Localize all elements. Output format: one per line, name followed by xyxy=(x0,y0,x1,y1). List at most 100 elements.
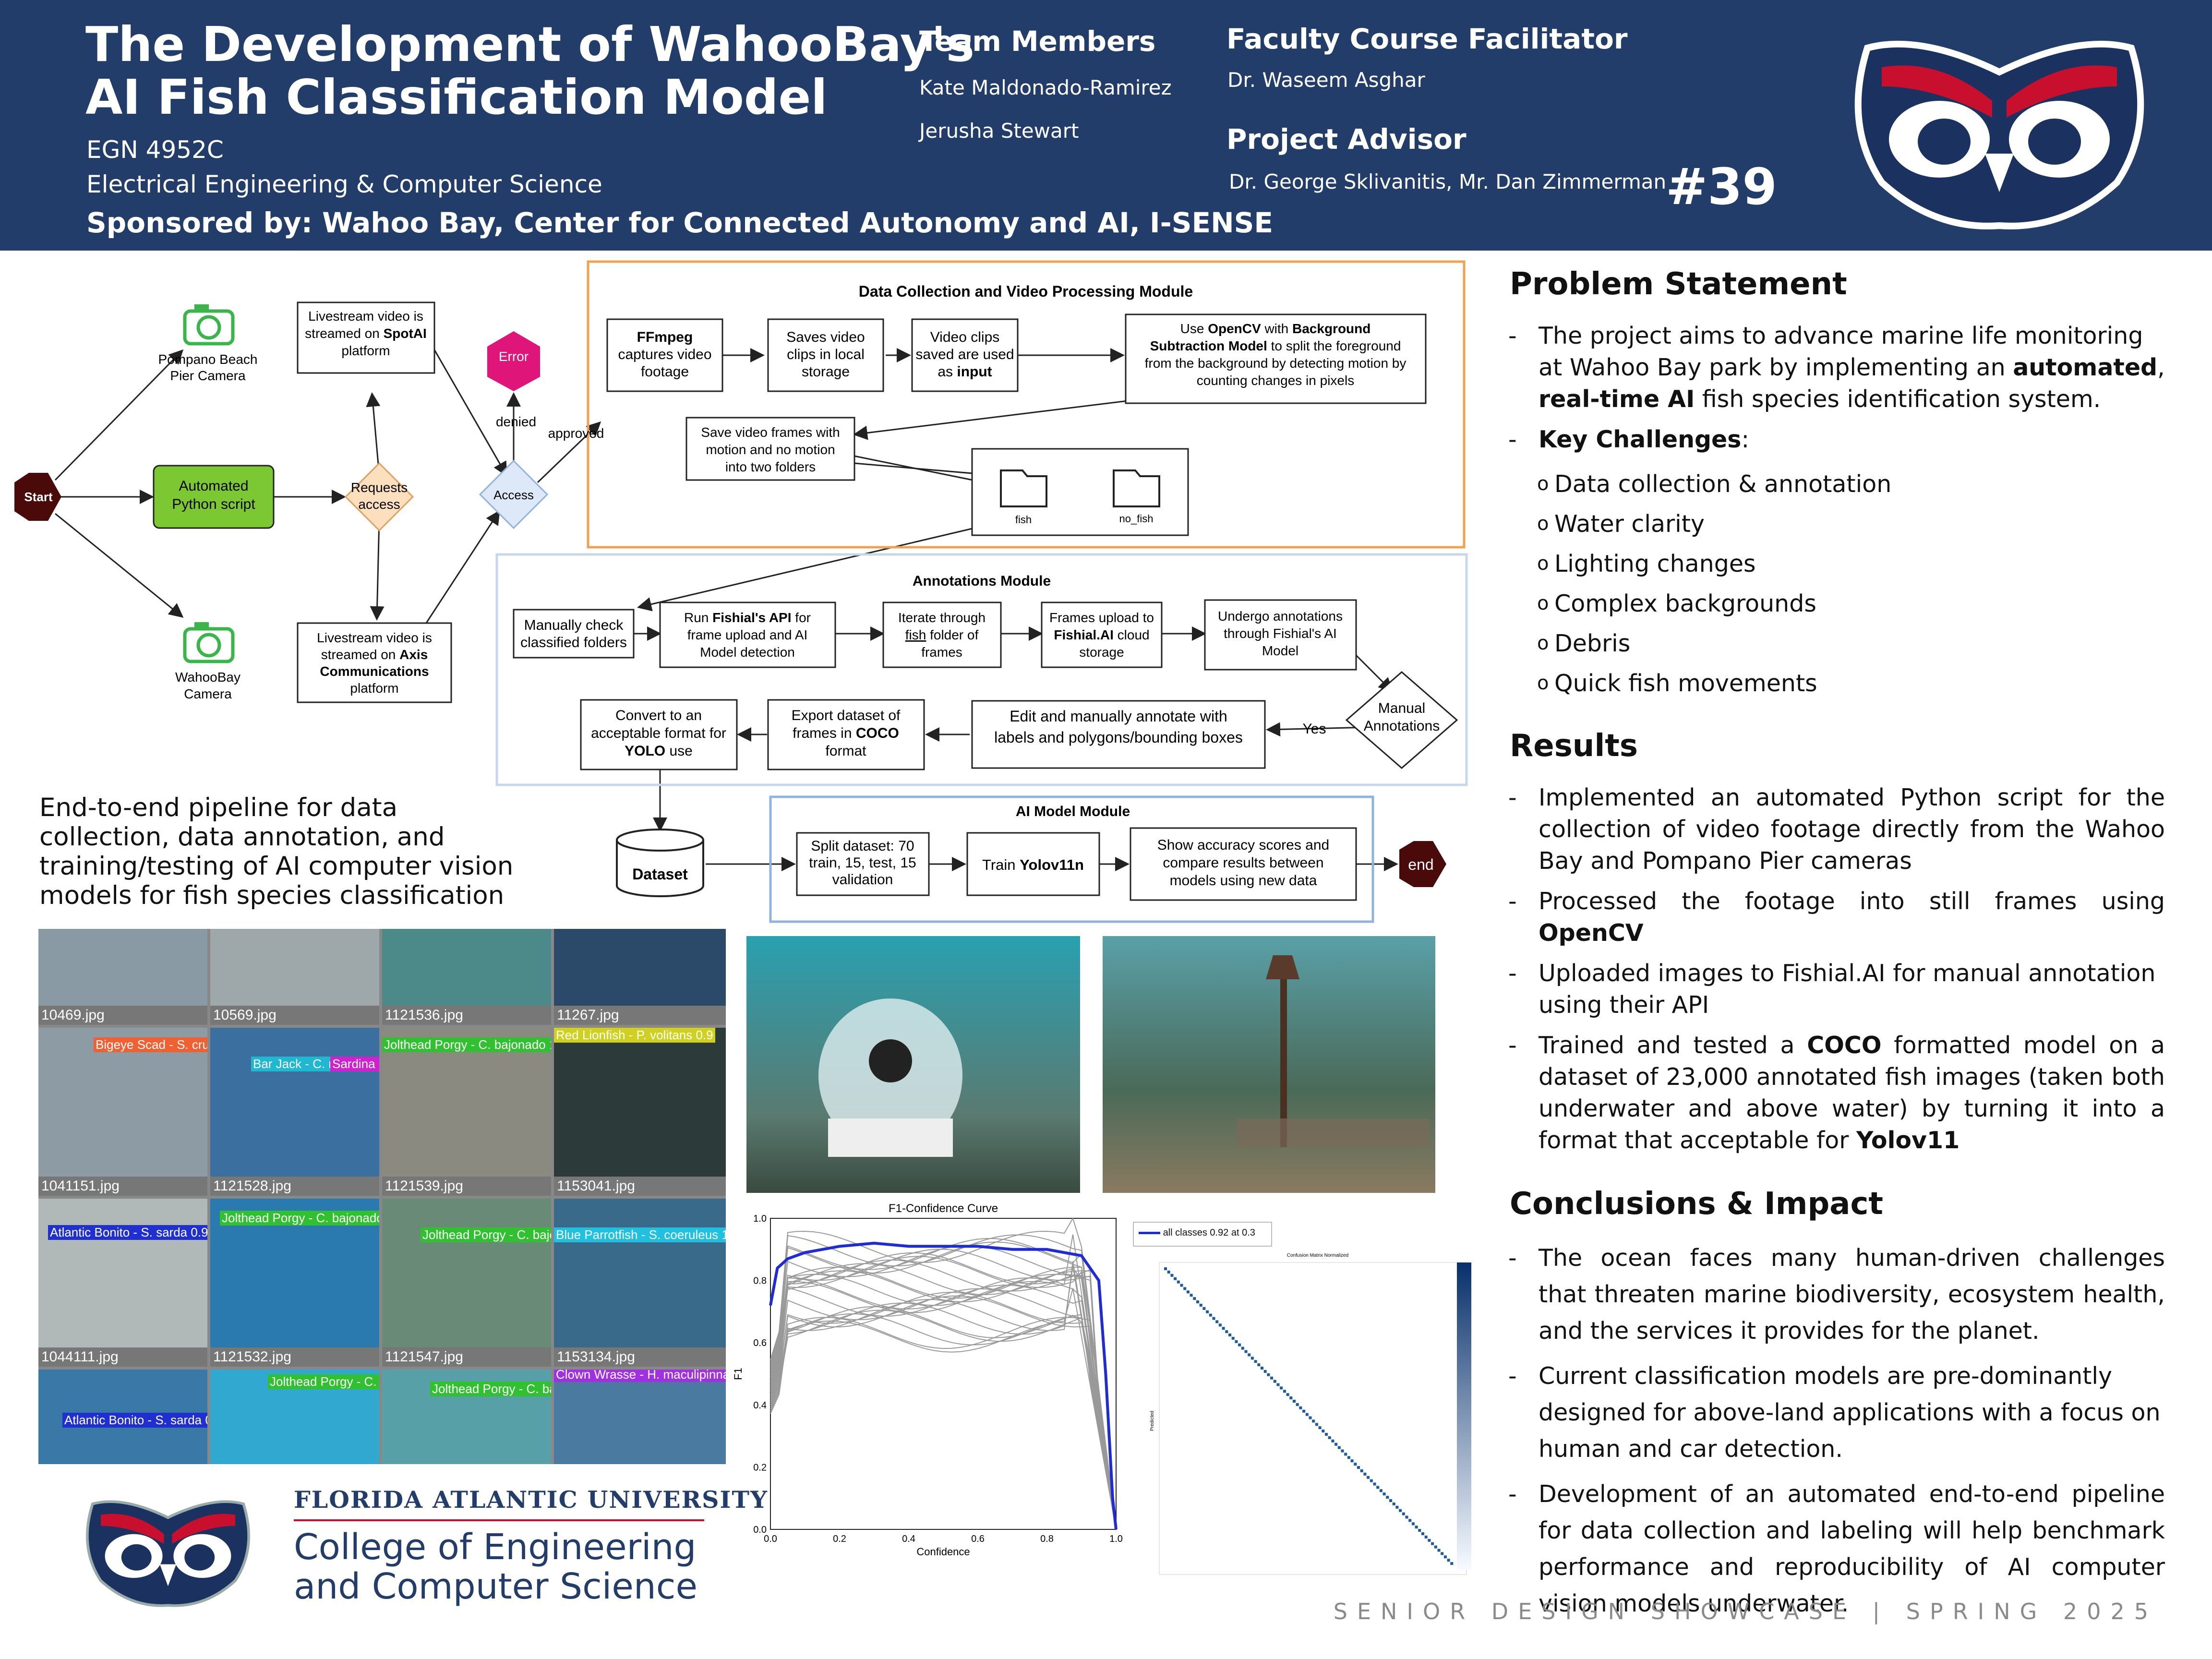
underwater-camera-photo xyxy=(746,936,1080,1193)
cm-cell xyxy=(1254,1360,1257,1363)
error-node xyxy=(487,331,540,391)
cm-cell xyxy=(1421,1532,1424,1535)
problem-text-b: automated xyxy=(2013,354,2158,381)
cm-cell xyxy=(1273,1380,1276,1383)
college-line1: College of Engineering xyxy=(294,1527,697,1568)
grid-image: 10569.jpg xyxy=(210,929,379,1025)
grid-image: Jolthead Porgy - C. bajonado 1.0 xyxy=(382,1370,551,1464)
nofish-folder-label: no_fish xyxy=(1119,513,1154,525)
cm-cell xyxy=(1341,1449,1344,1453)
cm-cell xyxy=(1299,1406,1302,1409)
dataset-label: Dataset xyxy=(632,866,688,883)
axis-line4: platform xyxy=(350,681,398,696)
cm-cell xyxy=(1267,1373,1270,1376)
class-curve xyxy=(770,1306,1117,1530)
cm-cell xyxy=(1376,1486,1380,1489)
train-line1a: Train xyxy=(982,856,1015,873)
cm-cell xyxy=(1235,1340,1238,1343)
iterate-line2a: fish xyxy=(905,627,926,642)
cm-cell xyxy=(1283,1390,1286,1393)
database-icon xyxy=(616,829,704,897)
y-tick-label: 0.6 xyxy=(753,1338,767,1348)
cm-cell xyxy=(1174,1277,1177,1280)
class-curve xyxy=(770,1234,1117,1530)
cm-cell xyxy=(1305,1413,1309,1416)
cm-cell xyxy=(1318,1426,1322,1430)
grid-image: 11267.jpg xyxy=(554,929,726,1025)
showcase-footer: SENIOR DESIGN SHOWCASE | SPRING 2025 xyxy=(1333,1599,2158,1624)
grid-image: Atlantic Bonito - S. sarda 0.9 1044111.j… xyxy=(38,1199,207,1367)
cm-cell xyxy=(1379,1489,1382,1492)
cm-cell xyxy=(1392,1502,1395,1505)
camera-icon xyxy=(183,622,235,663)
results-bullet: Trained and tested a COCO formatted mode… xyxy=(1503,1030,2165,1156)
cm-cell xyxy=(1363,1472,1367,1476)
key-challenges-bullet: Key Challenges: xyxy=(1503,424,2165,456)
cm-cell xyxy=(1170,1274,1174,1277)
challenge-item: Quick fish movements xyxy=(1503,663,2165,703)
y-tick-label: 1.0 xyxy=(753,1214,767,1224)
save-frames-line2: motion and no motion xyxy=(706,442,835,457)
opencv-line2: Subtraction Model xyxy=(1150,338,1267,353)
show-line3: models using new data xyxy=(1170,873,1317,889)
team-member-2: Jerusha Stewart xyxy=(919,119,1079,143)
key-challenges-colon: : xyxy=(1741,426,1749,453)
convert-line3b: use xyxy=(669,743,692,759)
save-frames-line1: Save video frames with xyxy=(701,425,840,440)
team-member-1: Kate Maldonado-Ramirez xyxy=(919,76,1172,99)
class-curve xyxy=(770,1252,1117,1530)
challenge-item: Data collection & annotation xyxy=(1503,464,2165,504)
cm-cell xyxy=(1293,1400,1296,1403)
grid-image: Atlantic Bonito - S. sarda 0.9 xyxy=(38,1370,207,1464)
script-line2: Python script xyxy=(172,496,255,512)
class-curve xyxy=(770,1285,1117,1530)
problem-bullet: The project aims to advance marine life … xyxy=(1503,320,2165,415)
key-challenges-label: Key Challenges xyxy=(1539,426,1742,453)
faculty-name: Dr. Waseem Asghar xyxy=(1227,68,1425,92)
saves-line1: Saves video xyxy=(786,329,865,345)
cm-cell xyxy=(1328,1436,1331,1439)
detection-label: Sardina 0.4 xyxy=(330,1057,379,1071)
camera-dome-icon xyxy=(818,998,962,1157)
cm-cell xyxy=(1199,1303,1202,1307)
cm-cell xyxy=(1167,1270,1170,1274)
detection-label: Blue Parrotfish - S. coeruleus 1.0 xyxy=(554,1227,726,1242)
opencv-line4: counting changes in pixels xyxy=(1197,373,1354,388)
grid-filename: 1121532.jpg xyxy=(210,1347,379,1367)
detection-label: Jolthead Porgy - C. bajonado 0.9 xyxy=(268,1374,379,1389)
cm-cell xyxy=(1334,1443,1338,1446)
cm-cell xyxy=(1360,1469,1363,1472)
cm-cell xyxy=(1222,1327,1225,1330)
grid-filename: 1153041.jpg xyxy=(554,1177,726,1196)
cm-cell xyxy=(1289,1396,1293,1400)
split-line2: train, 15, test, 15 xyxy=(809,855,916,871)
cm-cell xyxy=(1373,1482,1376,1486)
advisor-names: Dr. George Sklivanitis, Mr. Dan Zimmerma… xyxy=(1229,170,1667,193)
axis-line3: Communications xyxy=(320,664,429,679)
script-line1: Automated xyxy=(179,478,248,494)
advisor-heading: Project Advisor xyxy=(1226,123,1467,156)
cm-cell xyxy=(1418,1529,1421,1532)
ffmpeg-line2: captures video xyxy=(618,347,711,362)
conclusions-bullet: Current classification models are pre-do… xyxy=(1503,1358,2165,1467)
class-curves xyxy=(770,1217,1117,1530)
grid-image: Red Lionfish - P. volitans 0.9 1153041.j… xyxy=(554,1028,726,1196)
cm-cell xyxy=(1212,1317,1215,1320)
spot-line2: streamed on xyxy=(305,326,380,341)
spot-line1: Livestream video is xyxy=(308,309,423,324)
ffmpeg-line3: footage xyxy=(641,364,689,380)
cm-cell xyxy=(1331,1439,1334,1443)
grid-filename: 10469.jpg xyxy=(38,1006,207,1025)
annotations-title: Annotations Module xyxy=(913,573,1051,589)
results-text: Processed the footage into still frames … xyxy=(1539,888,2165,915)
clips-line1: Video clips xyxy=(930,329,1000,345)
start-label: Start xyxy=(24,490,53,504)
pompano-camera-line2: Pier Camera xyxy=(170,368,246,383)
grid-image: Blue Parrotfish - S. coeruleus 1.0 11531… xyxy=(554,1199,726,1367)
detection-label: Clown Wrasse - H. maculipinna 0.9 xyxy=(554,1370,726,1382)
manual-check-line2: classified folders xyxy=(520,635,627,650)
pompano-camera-line1: Pompano Beach xyxy=(158,352,257,367)
f1-plot-area xyxy=(770,1218,1117,1530)
y-tick-label: 0.0 xyxy=(753,1525,767,1535)
challenge-item: Water clarity xyxy=(1503,504,2165,544)
